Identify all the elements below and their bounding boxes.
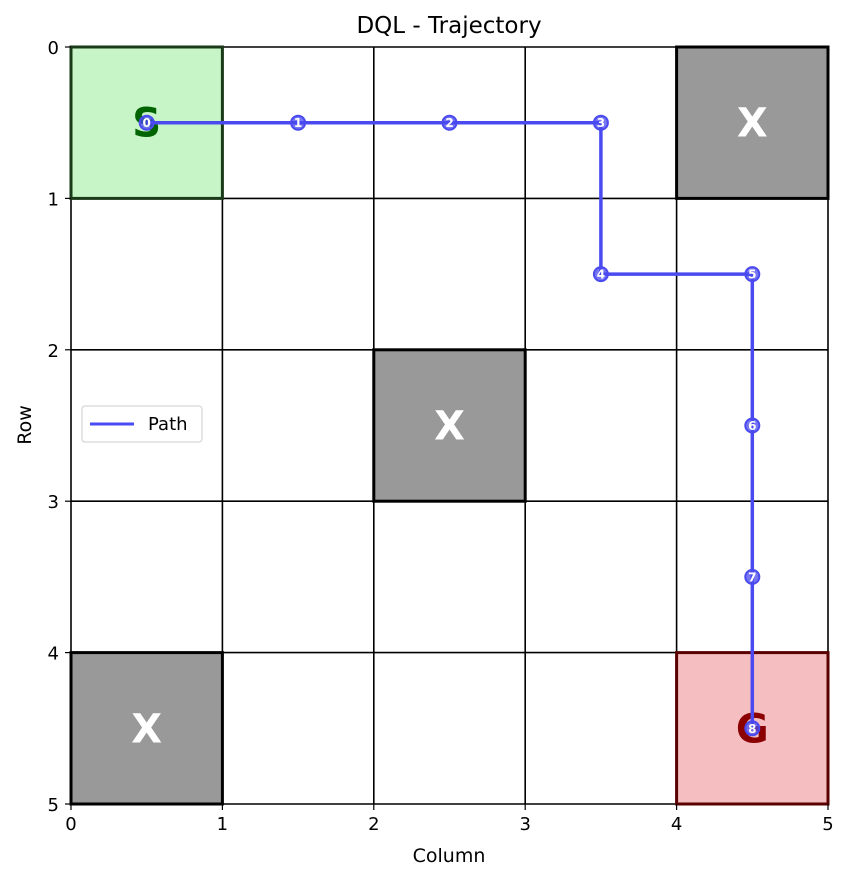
step-label-6: 6 [748, 419, 756, 433]
y-tick-label-3: 3 [48, 492, 59, 513]
x-tick-label-0: 0 [65, 814, 76, 835]
path-point-4 [592, 266, 609, 283]
chart-title: DQL - Trajectory [356, 13, 541, 39]
obstacle-cell-label-3: X [131, 706, 162, 752]
x-tick-label-2: 2 [368, 814, 379, 835]
path-point-3 [592, 114, 609, 131]
x-tick-label-3: 3 [519, 814, 530, 835]
obstacle-cell-outline-3 [69, 651, 224, 806]
step-label-4: 4 [597, 268, 605, 282]
x-axis-label: Column [413, 845, 486, 867]
x-tick-label-5: 5 [822, 814, 833, 835]
y-tick-label-0: 0 [48, 38, 59, 59]
path-point-1 [290, 114, 307, 131]
step-label-2: 2 [445, 116, 453, 130]
path-point-8 [744, 720, 761, 737]
y-axis-label: Row [14, 405, 36, 445]
y-tick-label-5: 5 [48, 795, 59, 816]
step-label-5: 5 [748, 268, 756, 282]
obstacle-cell-3 [71, 652, 223, 804]
step-label-1: 1 [294, 116, 302, 130]
obstacle-cell-2 [373, 349, 526, 502]
y-tick-label-2: 2 [48, 341, 59, 362]
legend-box [81, 405, 203, 443]
step-label-8: 8 [748, 722, 756, 736]
step-label-3: 3 [597, 116, 605, 130]
path-point-7 [744, 568, 761, 585]
path-point-0 [138, 114, 155, 131]
step-label-7: 7 [748, 570, 756, 584]
step-label-0: 0 [143, 116, 151, 130]
obstacle-cell-outline-2 [372, 348, 527, 503]
obstacle-cell-label-1: X [737, 101, 768, 147]
legend-entry-path: Path [148, 414, 188, 435]
path-point-6 [744, 417, 761, 434]
y-tick-label-1: 1 [48, 189, 59, 210]
x-tick-label-1: 1 [217, 814, 228, 835]
cell-labels: 0 1 2 3 4 5 6 7 8 [138, 114, 761, 737]
path-point-2 [441, 114, 458, 131]
y-tick-label-4: 4 [48, 644, 59, 665]
obstacle-cell-1 [676, 47, 828, 199]
x-tick-label-4: 4 [671, 814, 682, 835]
legend: Path [81, 405, 203, 443]
obstacle-cell-label-2: X [434, 404, 465, 450]
obstacle-cell-outline-1 [675, 45, 830, 200]
path-point-5 [744, 266, 761, 283]
